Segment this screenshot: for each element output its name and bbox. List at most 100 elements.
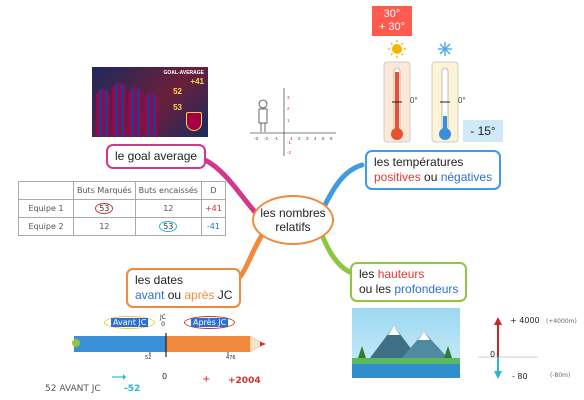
x-tick-label: 5 (322, 136, 325, 141)
table-cell: 53 (134, 217, 202, 236)
mountain-lake-icon (352, 326, 460, 378)
team-name: Equipe 1 (18, 199, 74, 218)
landscape-illustration (352, 308, 460, 378)
height-top-value: + 4000 (510, 316, 540, 325)
positive-word: positives (374, 170, 421, 184)
goal-difference: -41 (200, 217, 226, 236)
temperatures-title: les températures (374, 155, 464, 169)
height-top-note: (+4000m) (546, 318, 577, 325)
timeline-footnote-negative: -52 (124, 384, 141, 394)
central-node: les nombres relatifs (252, 195, 334, 245)
before-word: avant (135, 288, 165, 302)
club-crest-icon (186, 112, 202, 131)
timeline-left-tick: 52 (145, 355, 152, 361)
goal-average-label: le goal average (106, 144, 207, 169)
x-tick-label: 3 (306, 136, 309, 141)
timeline-zero: 0 (162, 372, 168, 381)
heights-subtitle: ou les profondeurs (359, 282, 458, 297)
heights-word: hauteurs (377, 267, 425, 281)
negative-word: négatives (440, 170, 493, 184)
timeline-footnote: 52 AVANT JC (45, 384, 101, 394)
player-figure (112, 83, 126, 137)
heights-label: les hauteurs ou les profondeurs (350, 262, 468, 302)
central-title-line1: les nombres (260, 206, 326, 220)
y-tick-label: 2 (287, 106, 290, 111)
hot-temp-line1: 30° (383, 8, 401, 20)
photo-number-1: 52 (173, 87, 182, 96)
depth-bottom-note: (-80m) (550, 372, 571, 379)
hot-temp-line2: + 30° (378, 21, 406, 33)
y-tick-label: 1 (287, 118, 290, 123)
jc-marker: JC 0 (160, 314, 166, 328)
goals-for: 53 (95, 203, 114, 214)
coordinate-axes-illustration: 3 2 1 -1 -2 -3 -2 -1 1 2 3 4 5 6 (250, 88, 336, 156)
player-figure (96, 89, 110, 137)
dates-label: les dates avant ou après JC (126, 268, 242, 308)
y-tick-label: -1 (287, 140, 291, 145)
x-tick-label: 2 (298, 136, 301, 141)
table-header: Buts Marqués (73, 181, 136, 200)
timeline-right-tick: 476 (226, 355, 236, 361)
table-header (18, 181, 74, 200)
hot-temperature-tag: 30° + 30° (372, 6, 412, 36)
robot-figure-icon (258, 99, 268, 109)
table-header: D (200, 181, 226, 200)
goal-table: Buts Marqués Buts encaissés D Equipe 1 5… (18, 181, 226, 236)
x-tick-label: -1 (274, 136, 278, 141)
x-tick-label: 1 (290, 136, 293, 141)
snowflake-icon (438, 42, 452, 56)
player-figure (128, 87, 142, 137)
table-cell: 53 (73, 199, 136, 218)
or-les-word: ou les (359, 282, 395, 296)
thermometers-illustration (383, 40, 459, 143)
x-tick-label: -3 (254, 136, 258, 141)
jc-word: JC (214, 288, 233, 302)
or-word: ou (164, 288, 185, 302)
before-jc-tag: Avant JC (104, 316, 156, 329)
y-tick-label: 3 (287, 95, 290, 100)
team-name: Equipe 2 (18, 217, 74, 236)
y-tick-label: -2 (287, 150, 291, 155)
zero-degree-label: 0° (458, 96, 466, 105)
goals-against: 12 (134, 199, 202, 218)
table-header-row: Buts Marqués Buts encaissés D (18, 181, 226, 200)
dates-title: les dates (135, 273, 184, 287)
cold-temperature-value: - 15° (463, 120, 503, 142)
goals-for: 12 (73, 217, 136, 236)
x-tick-label: 6 (330, 136, 333, 141)
sun-icon (388, 40, 406, 58)
player-figure (144, 93, 158, 137)
or-word: ou (420, 170, 441, 184)
arrow-icon (112, 374, 126, 380)
goal-difference: +41 (200, 199, 226, 218)
timeline-pencil (72, 333, 266, 357)
x-tick-label: -2 (264, 136, 268, 141)
photo-header: GOAL-AVERAGE (163, 70, 204, 76)
after-jc-tag: Après JC (184, 316, 236, 329)
after-jc-text: Après JC (191, 318, 229, 327)
depths-word: profondeurs (394, 282, 459, 296)
height-zero: 0 (490, 350, 496, 359)
heights-title: les hauteurs (359, 267, 458, 282)
photo-score: +41 (190, 77, 204, 86)
central-title-line2: relatifs (275, 220, 311, 234)
temperatures-subtitle: positives ou négatives (374, 170, 492, 185)
depth-bottom-value: - 80 (512, 372, 528, 381)
table-header: Buts encaissés (134, 181, 202, 200)
dates-subtitle: avant ou après JC (135, 288, 232, 303)
table-row: Equipe 2 12 53 -41 (18, 217, 226, 236)
x-tick-label: 4 (314, 136, 317, 141)
goals-against: 53 (159, 221, 178, 232)
football-photo: GOAL-AVERAGE +41 52 53 (92, 67, 208, 137)
zero-degree-label: 0° (410, 96, 418, 105)
temperatures-label: les températures positives ou négatives (365, 150, 502, 190)
timeline-plus-2004: +2004 (228, 376, 261, 386)
table-row: Equipe 1 53 12 +41 (18, 199, 226, 218)
les-word: les (359, 267, 378, 281)
height-depth-scale (478, 317, 538, 379)
jc-label: JC (160, 314, 166, 321)
photo-number-2: 53 (173, 103, 182, 112)
before-jc-text: Avant JC (111, 318, 149, 327)
timeline-plus: + (202, 374, 211, 385)
